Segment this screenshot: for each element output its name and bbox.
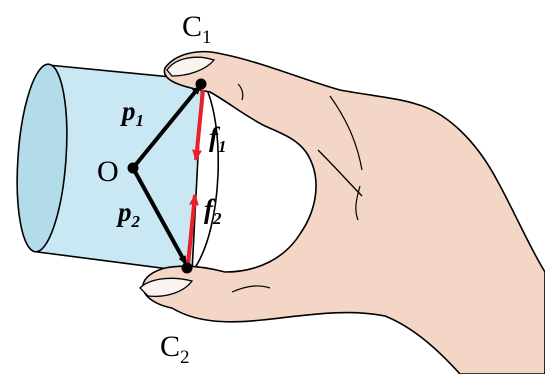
force-label-f1: f1: [209, 122, 227, 156]
back-finger-edge: [329, 95, 363, 171]
contact-point-c2: [181, 262, 193, 274]
thumb-crease: [231, 285, 271, 293]
cylinder-near-end: [16, 63, 68, 253]
hand-illustration: [139, 50, 545, 375]
index-finger-crease: [237, 83, 244, 101]
position-vector-p1: [131, 84, 202, 170]
contact-label-c1: C1: [182, 10, 212, 48]
cylinder-far-edge: [191, 79, 220, 273]
thumbnail: [139, 277, 194, 298]
position-label-p2: p2: [116, 197, 141, 231]
position-vector-p2: [131, 167, 188, 265]
origin-label: O: [97, 155, 119, 188]
contact-label-c2: C2: [160, 330, 190, 368]
contact-point-c1: [195, 78, 207, 90]
inner-palm-fold: [317, 149, 363, 197]
force-vector-f2: [186, 194, 199, 265]
position-label-p1: p1: [120, 96, 144, 130]
hand-shape: [142, 50, 545, 375]
index-fingernail: [166, 56, 216, 77]
force-vector-f1: [192, 89, 205, 161]
force-label-f2: f2: [204, 194, 222, 228]
palm-line: [355, 185, 361, 221]
origin-point: [127, 162, 139, 174]
